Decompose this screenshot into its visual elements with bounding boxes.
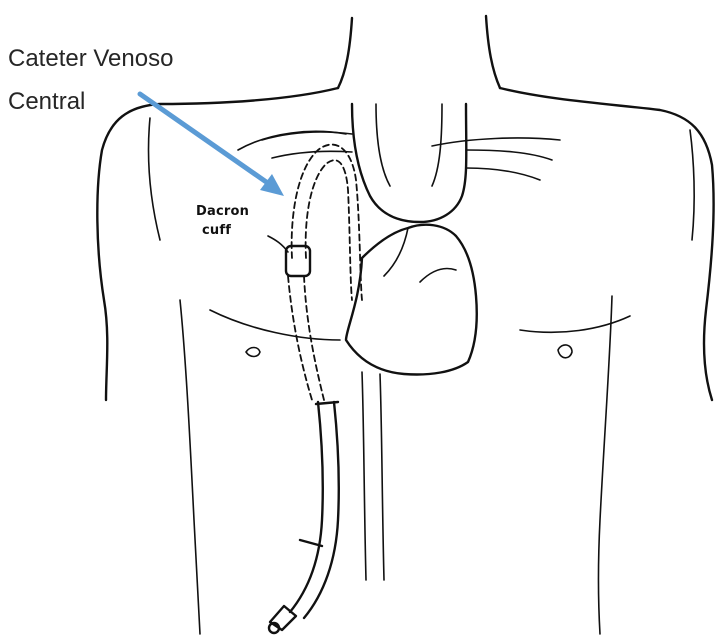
dacron-label-line-1: Dacron — [196, 204, 249, 219]
nipples — [246, 345, 572, 358]
torso-outline — [97, 88, 713, 634]
heart — [346, 225, 477, 375]
neck-outline — [338, 16, 500, 88]
dacron-cuff — [268, 236, 310, 276]
central-venous-catheter — [288, 145, 362, 400]
callout-title-line-1: Cateter Venoso — [8, 44, 173, 74]
vena-cava — [362, 372, 384, 580]
dacron-label-line-2: cuff — [202, 223, 231, 238]
clavicles — [210, 131, 630, 340]
external-catheter — [290, 402, 339, 618]
callout-arrow — [140, 94, 284, 196]
callout-title-line-2: Central — [8, 87, 85, 117]
great-vessels — [262, 104, 552, 222]
